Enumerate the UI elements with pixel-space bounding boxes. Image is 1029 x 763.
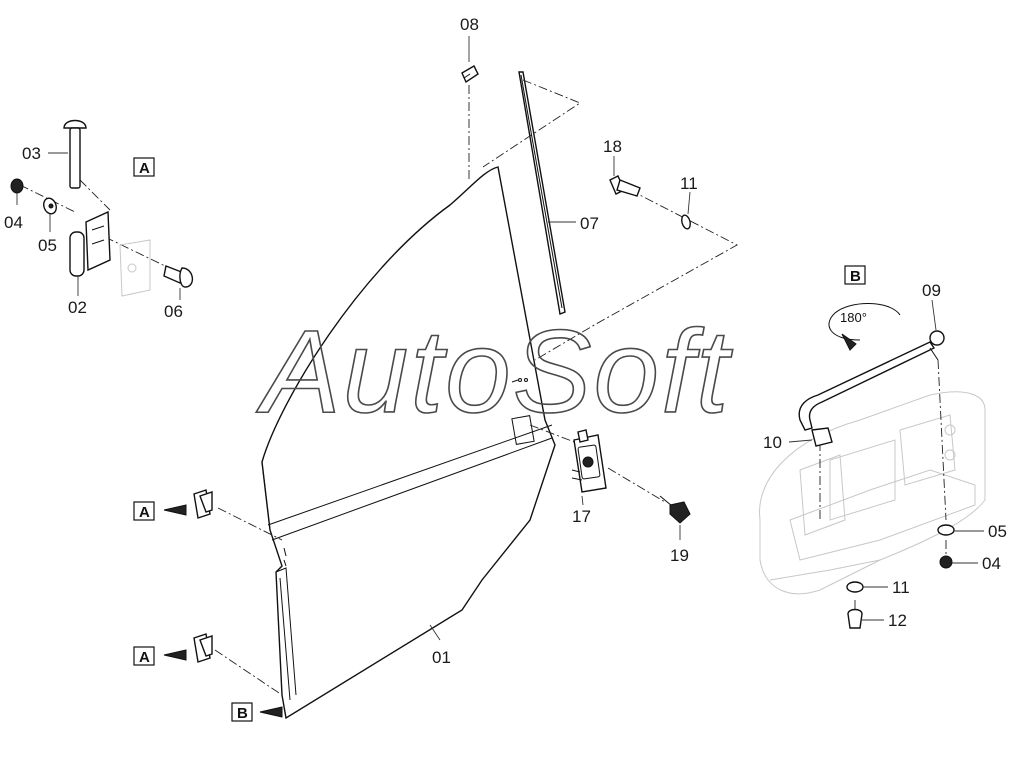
- view-a-letter: A: [139, 160, 150, 177]
- label-10: 10: [763, 433, 782, 452]
- detail-b-parts: [798, 330, 955, 629]
- view-b-letter: B: [850, 268, 861, 285]
- bolt-18: [609, 175, 641, 197]
- clip-08: [461, 65, 479, 84]
- label-17: 17: [572, 507, 591, 526]
- callout-arrows: [163, 504, 283, 718]
- detail-a-cluster: [10, 119, 193, 297]
- view-box-a: A: [133, 157, 155, 177]
- label-06: 06: [164, 302, 183, 321]
- watermark-text: AutoSoft: [256, 306, 733, 438]
- rotation-arrow: [828, 303, 901, 351]
- leader-lines: [16, 36, 984, 641]
- lock-17: [571, 429, 607, 493]
- callout-a-lower-letter: A: [139, 649, 150, 666]
- ghost-mounting-bracket: [759, 391, 986, 595]
- window-channel: [518, 71, 566, 315]
- door-panel: [261, 166, 556, 720]
- rotation-label: 180°: [840, 310, 867, 325]
- label-09: 09: [922, 281, 941, 300]
- hinge-lower: [193, 633, 213, 663]
- washer-11-top: [681, 214, 691, 230]
- callout-box-a-upper: A: [133, 501, 155, 521]
- callout-box-b: B: [231, 702, 253, 722]
- callout-b-letter: B: [237, 705, 248, 722]
- key-19: [659, 495, 691, 524]
- label-05-left: 05: [38, 236, 57, 255]
- label-04-left: 04: [4, 213, 23, 232]
- label-02: 02: [68, 298, 87, 317]
- label-04-right: 04: [982, 554, 1001, 573]
- label-11-top: 11: [680, 174, 698, 193]
- label-19: 19: [670, 546, 689, 565]
- label-12: 12: [888, 611, 907, 630]
- label-01: 01: [432, 648, 451, 667]
- label-07: 07: [580, 214, 599, 233]
- part-labels: 08 07 18 11 01 17 19 09 10 05 04 11 12 0…: [4, 15, 1007, 667]
- hinge-upper: [193, 489, 213, 519]
- label-08: 08: [460, 15, 479, 34]
- callout-box-a-lower: A: [133, 646, 155, 666]
- label-03: 03: [22, 144, 41, 163]
- label-18: 18: [603, 137, 622, 156]
- label-11-bottom: 11: [892, 578, 910, 597]
- view-box-b: B: [844, 265, 866, 285]
- label-05-right: 05: [988, 522, 1007, 541]
- callout-a-upper-letter: A: [139, 504, 150, 521]
